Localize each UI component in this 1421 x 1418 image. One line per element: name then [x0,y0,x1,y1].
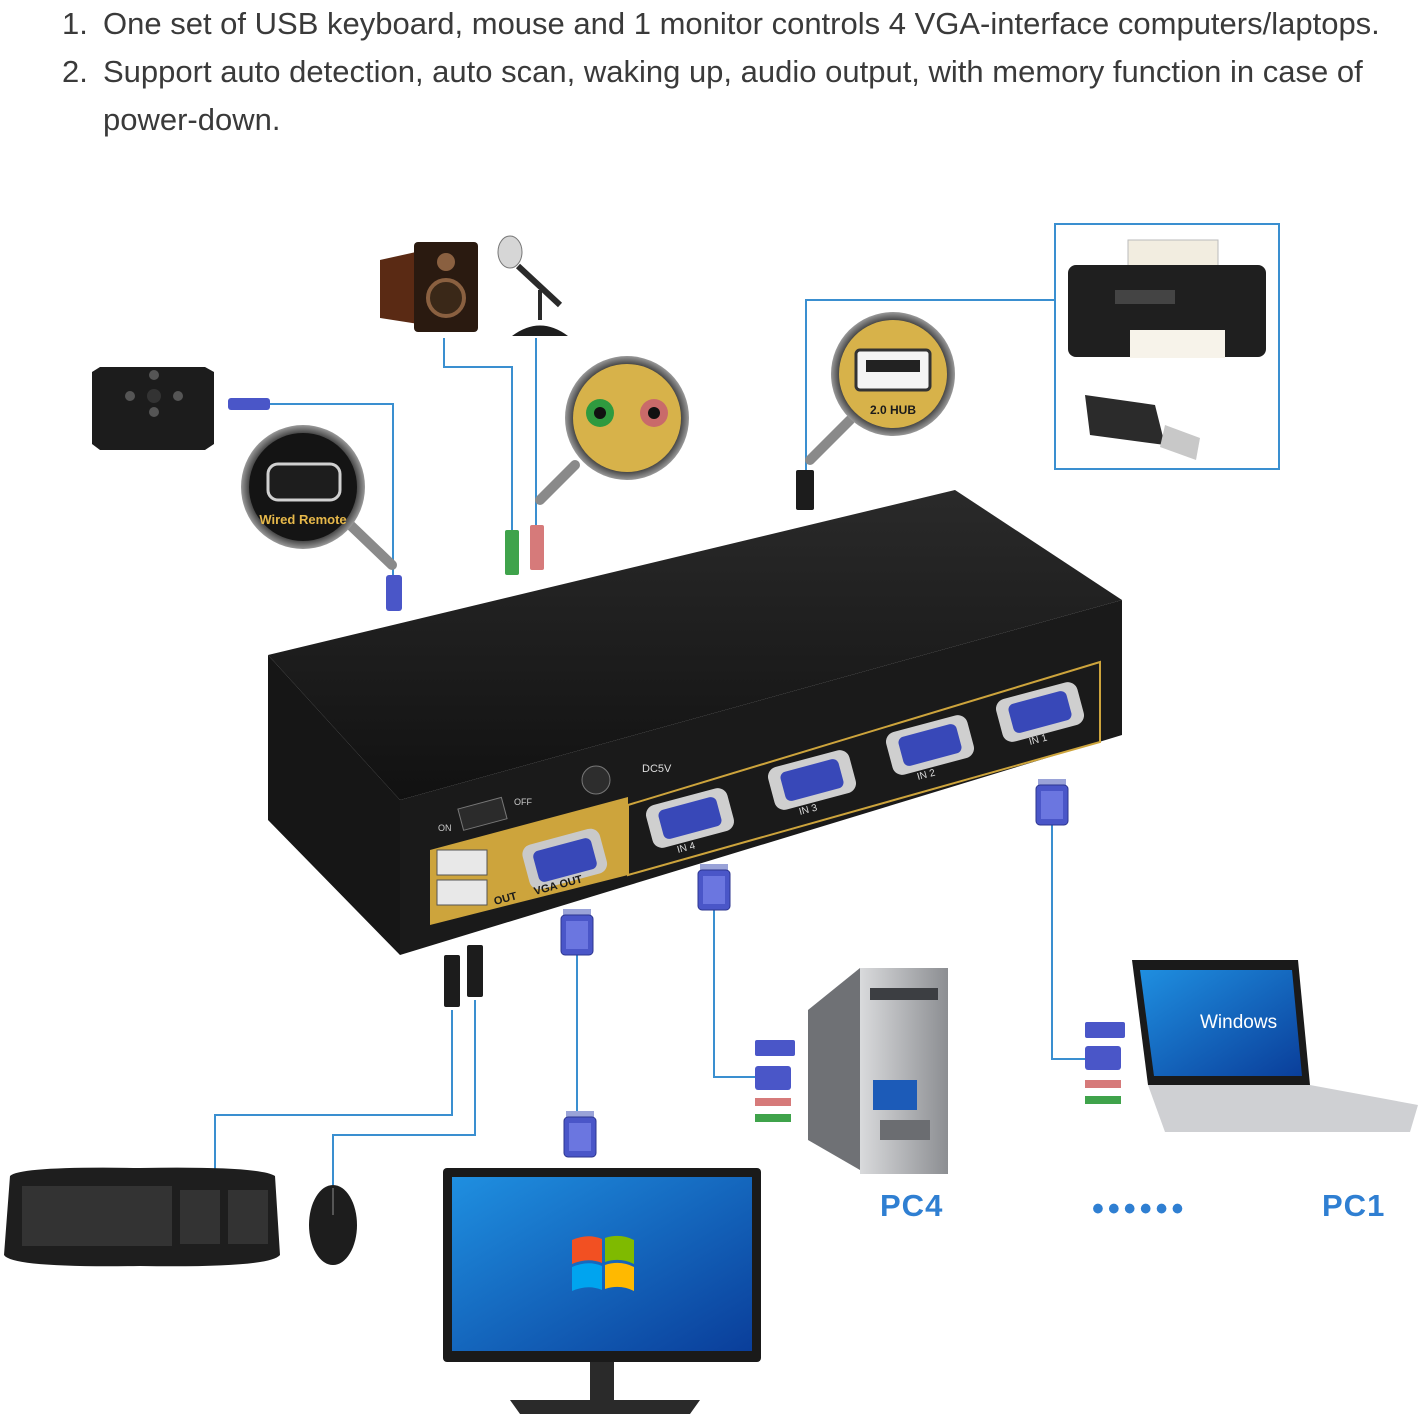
laptop-icon: Windows [1132,960,1418,1132]
usb-hub-port-callout: 2.0 HUB [805,312,955,465]
audio-port-callout [535,356,689,505]
line-pc4 [713,910,755,1078]
in1-label: IN 1 [1028,732,1049,747]
laptop-os-label: Windows [1200,1012,1277,1033]
on-label: ON [438,823,452,833]
in4-label: IN 4 [676,840,697,855]
line-speaker [443,338,513,535]
line-remote [270,403,394,575]
keyboard-icon [4,1167,280,1267]
bottom-plugs [444,778,1069,1158]
feature-number: 2. [62,54,88,89]
in3-label: IN 3 [798,802,819,817]
mouse-icon [309,1185,357,1265]
line-mouse [332,1000,476,1185]
out-label: OUT [493,890,519,908]
feature-number: 1. [62,6,88,41]
windows-logo-icon [572,1235,634,1291]
pc-tower-icon [808,968,948,1174]
monitor-icon [443,1168,761,1414]
kvm-switch: ON OFF DC5V VGA OUT OUT IN 4 IN 3 IN 2 [268,490,1122,955]
line-pc1 [1051,825,1085,1060]
feature-item-1: 1. One set of USB keyboard, mouse and 1 … [62,0,1382,48]
off-label: OFF [514,797,532,807]
dc-label: DC5V [642,763,672,775]
line-hub [805,299,1055,472]
wired-remote-port-callout: Wired Remote [241,425,397,570]
pc4-cable-set [755,1040,795,1122]
connection-lines [214,299,1085,1185]
speaker-icon [380,242,478,332]
top-plugs [386,470,814,611]
pc4-label: PC4 [880,1188,944,1223]
line-keyboard [214,1010,453,1170]
feature-text: One set of USB keyboard, mouse and 1 mon… [103,6,1380,41]
wired-remote-label: Wired Remote [259,512,346,527]
pc1-cable-set [1085,1022,1125,1104]
ellipsis-label: •••••• [1092,1190,1188,1228]
usb-hub-label: 2.0 HUB [870,403,916,417]
usb-flash-drive-icon [1085,395,1200,460]
in2-label: IN 2 [916,767,937,782]
pc1-label: PC1 [1322,1188,1386,1223]
feature-list: 1. One set of USB keyboard, mouse and 1 … [62,0,1382,144]
monitor-screen [452,1177,752,1351]
microphone-icon [497,235,568,336]
wired-remote-device [92,367,270,450]
feature-text: Support auto detection, auto scan, wakin… [103,54,1363,137]
feature-item-2: 2. Support auto detection, auto scan, wa… [62,48,1382,144]
printer-icon [1068,239,1266,358]
